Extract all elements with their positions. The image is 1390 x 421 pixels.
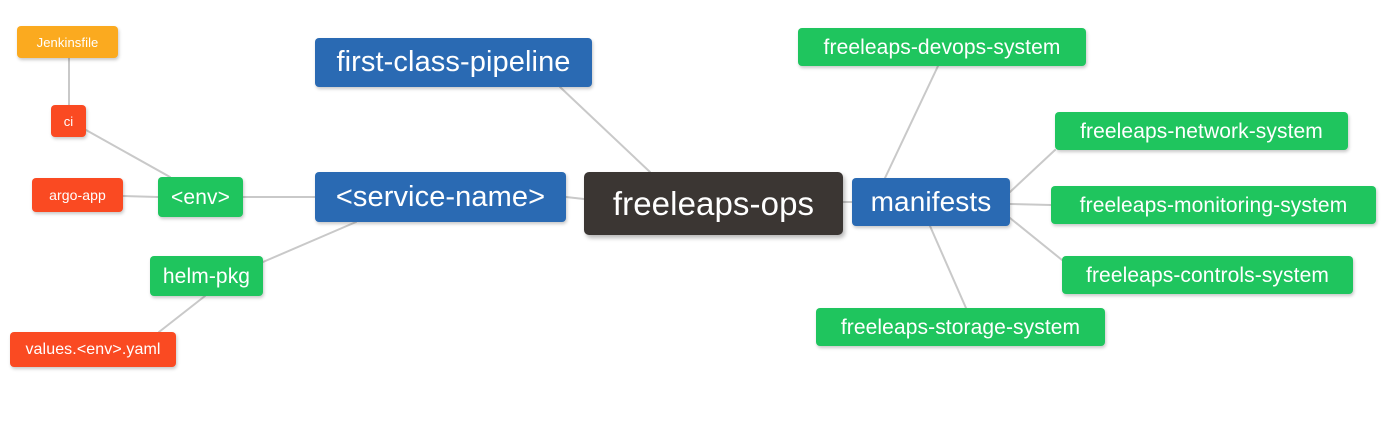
- node-freeleaps-network-system[interactable]: freeleaps-network-system: [1055, 112, 1348, 150]
- node-freeleaps-controls-system-label: freeleaps-controls-system: [1086, 263, 1329, 287]
- edge-ci-env: [85, 129, 171, 178]
- node-service-name-label: <service-name>: [335, 180, 546, 213]
- node-manifests[interactable]: manifests: [852, 178, 1010, 226]
- node-freeleaps-monitoring-system[interactable]: freeleaps-monitoring-system: [1051, 186, 1376, 224]
- edge-servicename-freeleapsops: [565, 196, 585, 200]
- node-freeleaps-network-system-label: freeleaps-network-system: [1080, 119, 1323, 143]
- node-ci-label: ci: [63, 113, 74, 129]
- edge-valuesyaml-helmpkg: [158, 295, 206, 333]
- node-manifests-label: manifests: [870, 186, 992, 217]
- node-jenkinsfile[interactable]: Jenkinsfile: [17, 26, 118, 58]
- node-helm-pkg-label: helm-pkg: [162, 264, 251, 288]
- node-service-name[interactable]: <service-name>: [315, 172, 566, 222]
- node-values-env-yaml-label: values.<env>.yaml: [25, 340, 161, 358]
- node-freeleaps-devops-system-label: freeleaps-devops-system: [823, 35, 1061, 59]
- node-freeleaps-ops[interactable]: freeleaps-ops: [584, 172, 843, 235]
- node-env-label: <env>: [171, 185, 230, 209]
- node-freeleaps-devops-system[interactable]: freeleaps-devops-system: [798, 28, 1086, 66]
- node-freeleaps-monitoring-system-label: freeleaps-monitoring-system: [1079, 193, 1348, 217]
- edge-manifests-controls: [1009, 217, 1063, 261]
- edge-argoapp-env: [122, 195, 159, 198]
- node-ci[interactable]: ci: [51, 105, 86, 137]
- node-argo-app[interactable]: argo-app: [32, 178, 123, 212]
- node-freeleaps-storage-system[interactable]: freeleaps-storage-system: [816, 308, 1105, 346]
- node-helm-pkg[interactable]: helm-pkg: [150, 256, 263, 296]
- node-first-class-pipeline[interactable]: first-class-pipeline: [315, 38, 592, 87]
- node-freeleaps-ops-label: freeleaps-ops: [612, 185, 815, 222]
- edge-firstclasspipeline-freeleapsops: [559, 86, 651, 173]
- node-argo-app-label: argo-app: [49, 187, 106, 203]
- edge-manifests-monitoring: [1009, 203, 1052, 206]
- edge-manifests-storage: [929, 225, 967, 309]
- node-freeleaps-storage-system-label: freeleaps-storage-system: [840, 315, 1081, 339]
- node-first-class-pipeline-label: first-class-pipeline: [336, 46, 571, 78]
- node-freeleaps-controls-system[interactable]: freeleaps-controls-system: [1062, 256, 1353, 294]
- node-values-env-yaml[interactable]: values.<env>.yaml: [10, 332, 176, 367]
- node-env[interactable]: <env>: [158, 177, 243, 217]
- edge-helmpkg-servicename: [262, 221, 357, 263]
- edge-manifests-network: [1009, 149, 1056, 193]
- node-jenkinsfile-label: Jenkinsfile: [36, 34, 99, 50]
- edge-manifests-devops: [884, 65, 939, 179]
